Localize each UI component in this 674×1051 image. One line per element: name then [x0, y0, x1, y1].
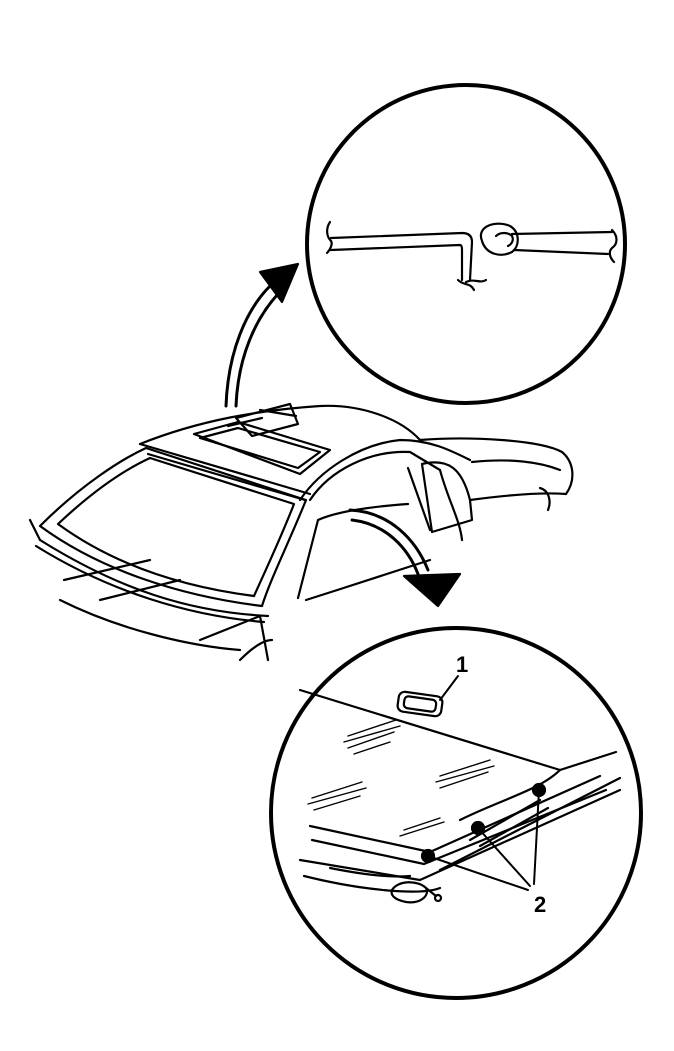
callout-label-1: 1: [456, 652, 468, 677]
sunroof-panel: [192, 420, 332, 476]
lower-detail-circle: [269, 626, 643, 1000]
upper-detail-circle: [305, 83, 627, 405]
lower-detail-view: [269, 626, 643, 1000]
arrow-to-lower-detail: [348, 508, 462, 608]
arrow-to-upper-detail: [224, 262, 300, 408]
dome-lamp: [396, 690, 444, 718]
weatherstrip-section: [325, 220, 618, 292]
callout-leaders: [427, 675, 540, 891]
car-body: [28, 402, 574, 662]
upper-detail-view: [305, 83, 627, 405]
callout-label-2: 2: [534, 892, 546, 917]
